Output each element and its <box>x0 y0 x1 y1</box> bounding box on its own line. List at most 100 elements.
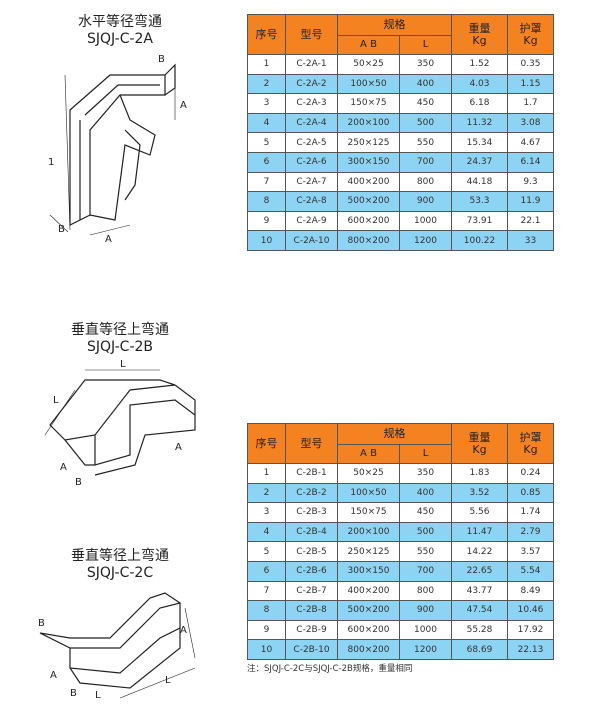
dim-label: A <box>105 234 112 245</box>
product-name: 垂直等径上弯通 <box>71 322 169 338</box>
header-cover-label: 护罩 <box>519 430 542 444</box>
table-cell: 4.03 <box>451 73 508 95</box>
table-cell: C-2A-1 <box>285 54 338 75</box>
table-cell: 10 <box>247 230 286 251</box>
table-cell: C-2B-8 <box>285 600 338 621</box>
table-cell: 8.49 <box>507 580 554 602</box>
dim-label: B <box>70 688 77 699</box>
table-cell: C-2B-10 <box>285 639 338 660</box>
table-cell: 200×100 <box>337 521 400 543</box>
table-cell: 44.18 <box>451 171 508 193</box>
table-cell: 500×200 <box>337 191 400 212</box>
table-cell: 11.9 <box>507 191 554 212</box>
table-cell: 500 <box>399 521 452 543</box>
table-cell: 0.85 <box>507 482 554 504</box>
table-cell: 450 <box>399 502 452 523</box>
table-cell: 300×150 <box>337 151 400 173</box>
table-cell: 400 <box>399 73 452 95</box>
table-cell: 1.52 <box>451 54 508 75</box>
header-model: 型号 <box>285 14 338 55</box>
product-title-2c: 垂直等径上弯通 SJQJ-C-2C <box>20 548 220 582</box>
header-weight-label: 重量 <box>468 430 491 444</box>
table-cell: C-2B-9 <box>285 619 338 641</box>
table-cell: 3 <box>247 502 286 523</box>
table-cell: 8 <box>247 600 286 621</box>
table-cell: 100×50 <box>337 73 400 95</box>
dim-label: B <box>75 477 82 488</box>
table-cell: C-2A-9 <box>285 210 338 232</box>
table-cell: 600×200 <box>337 619 400 641</box>
header-cover-unit: Kg <box>523 33 538 47</box>
table-cell: 1 <box>247 54 286 75</box>
table-cell: C-2A-2 <box>285 73 338 95</box>
table-cell: 5 <box>247 132 286 153</box>
table-cell: 400×200 <box>337 171 400 193</box>
dim-label: L <box>120 359 126 370</box>
table-cell: 1.15 <box>507 73 554 95</box>
table-cell: 2.79 <box>507 521 554 543</box>
table-cell: 500×200 <box>337 600 400 621</box>
table-cell: 800×200 <box>337 230 400 251</box>
product-title-2a: 水平等径弯通 SJQJ-C-2A <box>20 14 220 48</box>
table-cell: 11.47 <box>451 521 508 543</box>
dim-label: B <box>58 224 65 235</box>
table-cell: 5.56 <box>451 502 508 523</box>
table-cell: 7 <box>247 171 286 193</box>
table-cell: 15.34 <box>451 132 508 153</box>
table-cell: 7 <box>247 580 286 602</box>
header-ab: A B <box>337 35 400 55</box>
table-cell: 6 <box>247 151 286 173</box>
table-cell: 1.7 <box>507 93 554 114</box>
header-weight-unit: Kg <box>472 33 487 47</box>
table-cell: 250×125 <box>337 132 400 153</box>
table-cell: C-2A-3 <box>285 93 338 114</box>
table-cell: 400 <box>399 482 452 504</box>
table-cell: 550 <box>399 541 452 562</box>
table-cell: 500 <box>399 112 452 134</box>
table-cell: 250×125 <box>337 541 400 562</box>
table-cell: 50×25 <box>337 463 400 484</box>
header-no: 序号 <box>247 14 286 55</box>
header-l: L <box>399 35 452 55</box>
table-cell: C-2B-5 <box>285 541 338 562</box>
table-cell: 400×200 <box>337 580 400 602</box>
table-cell: 9.3 <box>507 171 554 193</box>
dim-label: 1 <box>48 157 54 168</box>
table-cell: 55.28 <box>451 619 508 641</box>
table-cell: 73.91 <box>451 210 508 232</box>
dim-label: A <box>175 442 182 453</box>
table-cell: 9 <box>247 210 286 232</box>
table-cell: C-2B-4 <box>285 521 338 543</box>
table-cell: 0.35 <box>507 54 554 75</box>
table-cell: 2 <box>247 73 286 95</box>
table-cell: 4 <box>247 521 286 543</box>
table-cell: 1000 <box>399 619 452 641</box>
product-code: SJQJ-C-2C <box>86 565 154 581</box>
header-cover-unit: Kg <box>523 442 538 456</box>
table-cell: 10 <box>247 639 286 660</box>
table-cell: 11.32 <box>451 112 508 134</box>
table-cell: C-2B-7 <box>285 580 338 602</box>
table-cell: 3.08 <box>507 112 554 134</box>
table-cell: 1.74 <box>507 502 554 523</box>
dim-label: L <box>95 690 101 701</box>
table-cell: C-2A-8 <box>285 191 338 212</box>
table-cell: 43.77 <box>451 580 508 602</box>
table-cell: 700 <box>399 151 452 173</box>
table-cell: C-2A-4 <box>285 112 338 134</box>
table-cell: 150×75 <box>337 93 400 114</box>
table-cell: 17.92 <box>507 619 554 641</box>
